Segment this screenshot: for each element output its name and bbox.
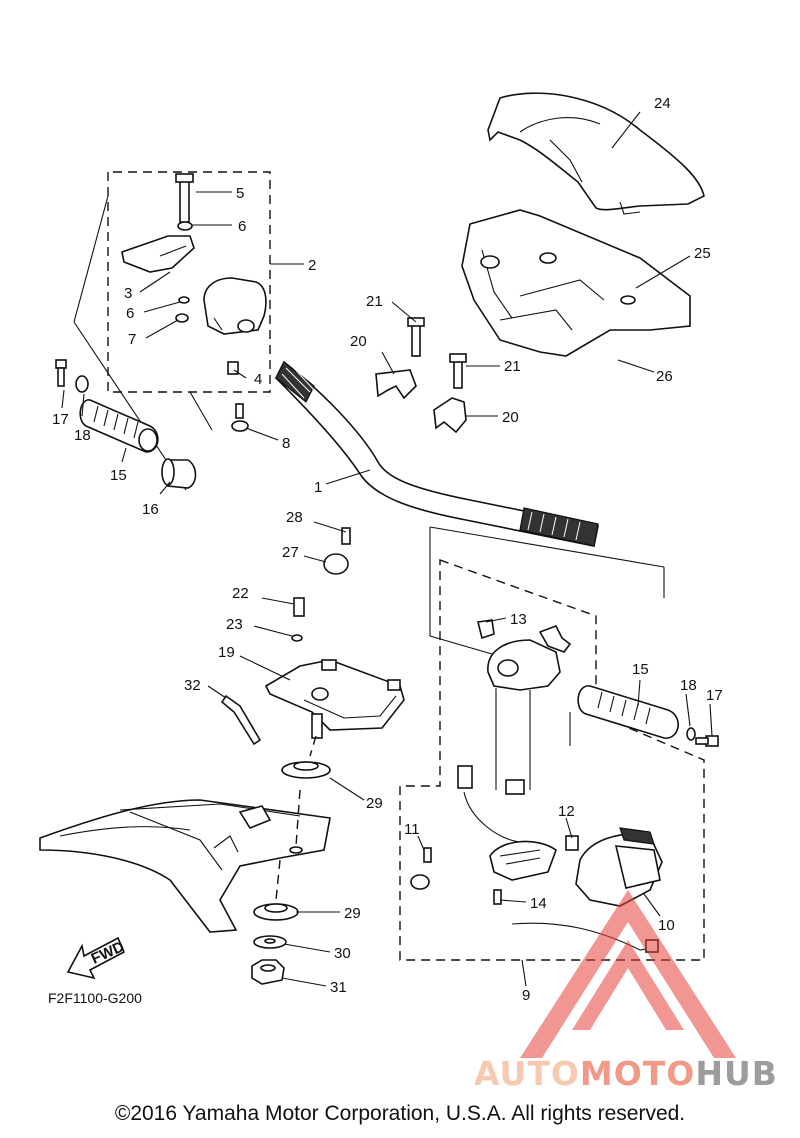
handlebar-cover-lower: [461, 209, 691, 357]
callout-32: 32: [184, 677, 201, 694]
callout-22: 22: [232, 585, 249, 602]
callout-2: 2: [308, 257, 316, 274]
watermark-logo-triangle: [520, 890, 736, 1058]
callout-6: 6: [126, 305, 134, 322]
callout-24: 24: [654, 95, 671, 112]
diagram-code: F2F1100-G200: [48, 990, 142, 1006]
grip-left: [55, 359, 197, 489]
callout-18: 18: [74, 427, 91, 444]
front-hood: [39, 799, 331, 933]
callout-21: 21: [504, 358, 521, 375]
callout-28: 28: [286, 509, 303, 526]
callout-9: 9: [522, 987, 530, 1004]
callout-10: 10: [658, 917, 675, 934]
callout-19: 19: [218, 644, 235, 661]
callout-13: 13: [510, 611, 527, 628]
callout-12: 12: [558, 803, 575, 820]
callout-7: 7: [128, 331, 136, 348]
callout-21: 21: [366, 293, 383, 310]
watermark-brand: AUTOMOTOHUB: [474, 1054, 778, 1093]
callout-27: 27: [282, 544, 299, 561]
callout-30: 30: [334, 945, 351, 962]
switch-assembly-right: [410, 619, 663, 953]
callout-17: 17: [52, 411, 69, 428]
callout-25: 25: [694, 245, 711, 262]
leader-lines: [61, 111, 713, 987]
callout-4: 4: [254, 371, 262, 388]
watermark-part-auto: AUTO: [474, 1054, 580, 1093]
callout-8: 8: [282, 435, 290, 452]
watermark-part-moto: MOTO: [579, 1054, 696, 1093]
watermark-part-hub: HUB: [695, 1054, 778, 1093]
mount-hardware-lower: [251, 903, 299, 985]
callout-29: 29: [344, 905, 361, 922]
handlebar: [275, 360, 599, 547]
callout-18: 18: [680, 677, 697, 694]
fwd-arrow: FWD: [66, 936, 127, 980]
callout-15: 15: [632, 661, 649, 678]
callout-numbers: 5 6 2 3 6 7 4 8 17 18 15 16 1 24 25 26 2…: [52, 95, 723, 1004]
group-outline-switch-assembly: [399, 526, 705, 961]
grip-right: [577, 685, 719, 747]
callout-1: 1: [314, 479, 322, 496]
handlebar-holder-upper: [375, 317, 467, 434]
callout-6: 6: [238, 218, 246, 235]
handlebar-bracket: [220, 527, 405, 779]
lever-assembly-left: [121, 173, 267, 432]
callout-20: 20: [502, 409, 519, 426]
callout-16: 16: [142, 501, 159, 518]
callout-15: 15: [110, 467, 127, 484]
callout-17: 17: [706, 687, 723, 704]
callout-20: 20: [350, 333, 367, 350]
callout-3: 3: [124, 285, 132, 302]
callout-5: 5: [236, 185, 244, 202]
callout-14: 14: [530, 895, 547, 912]
callout-23: 23: [226, 616, 243, 633]
callout-11: 11: [404, 821, 420, 838]
handlebar-cover-upper: [487, 92, 705, 215]
callout-31: 31: [330, 979, 347, 996]
callout-26: 26: [656, 368, 673, 385]
callout-29: 29: [366, 795, 383, 812]
fwd-label: FWD: [89, 938, 127, 967]
copyright-notice: ©2016 Yamaha Motor Corporation, U.S.A. A…: [114, 1102, 686, 1125]
